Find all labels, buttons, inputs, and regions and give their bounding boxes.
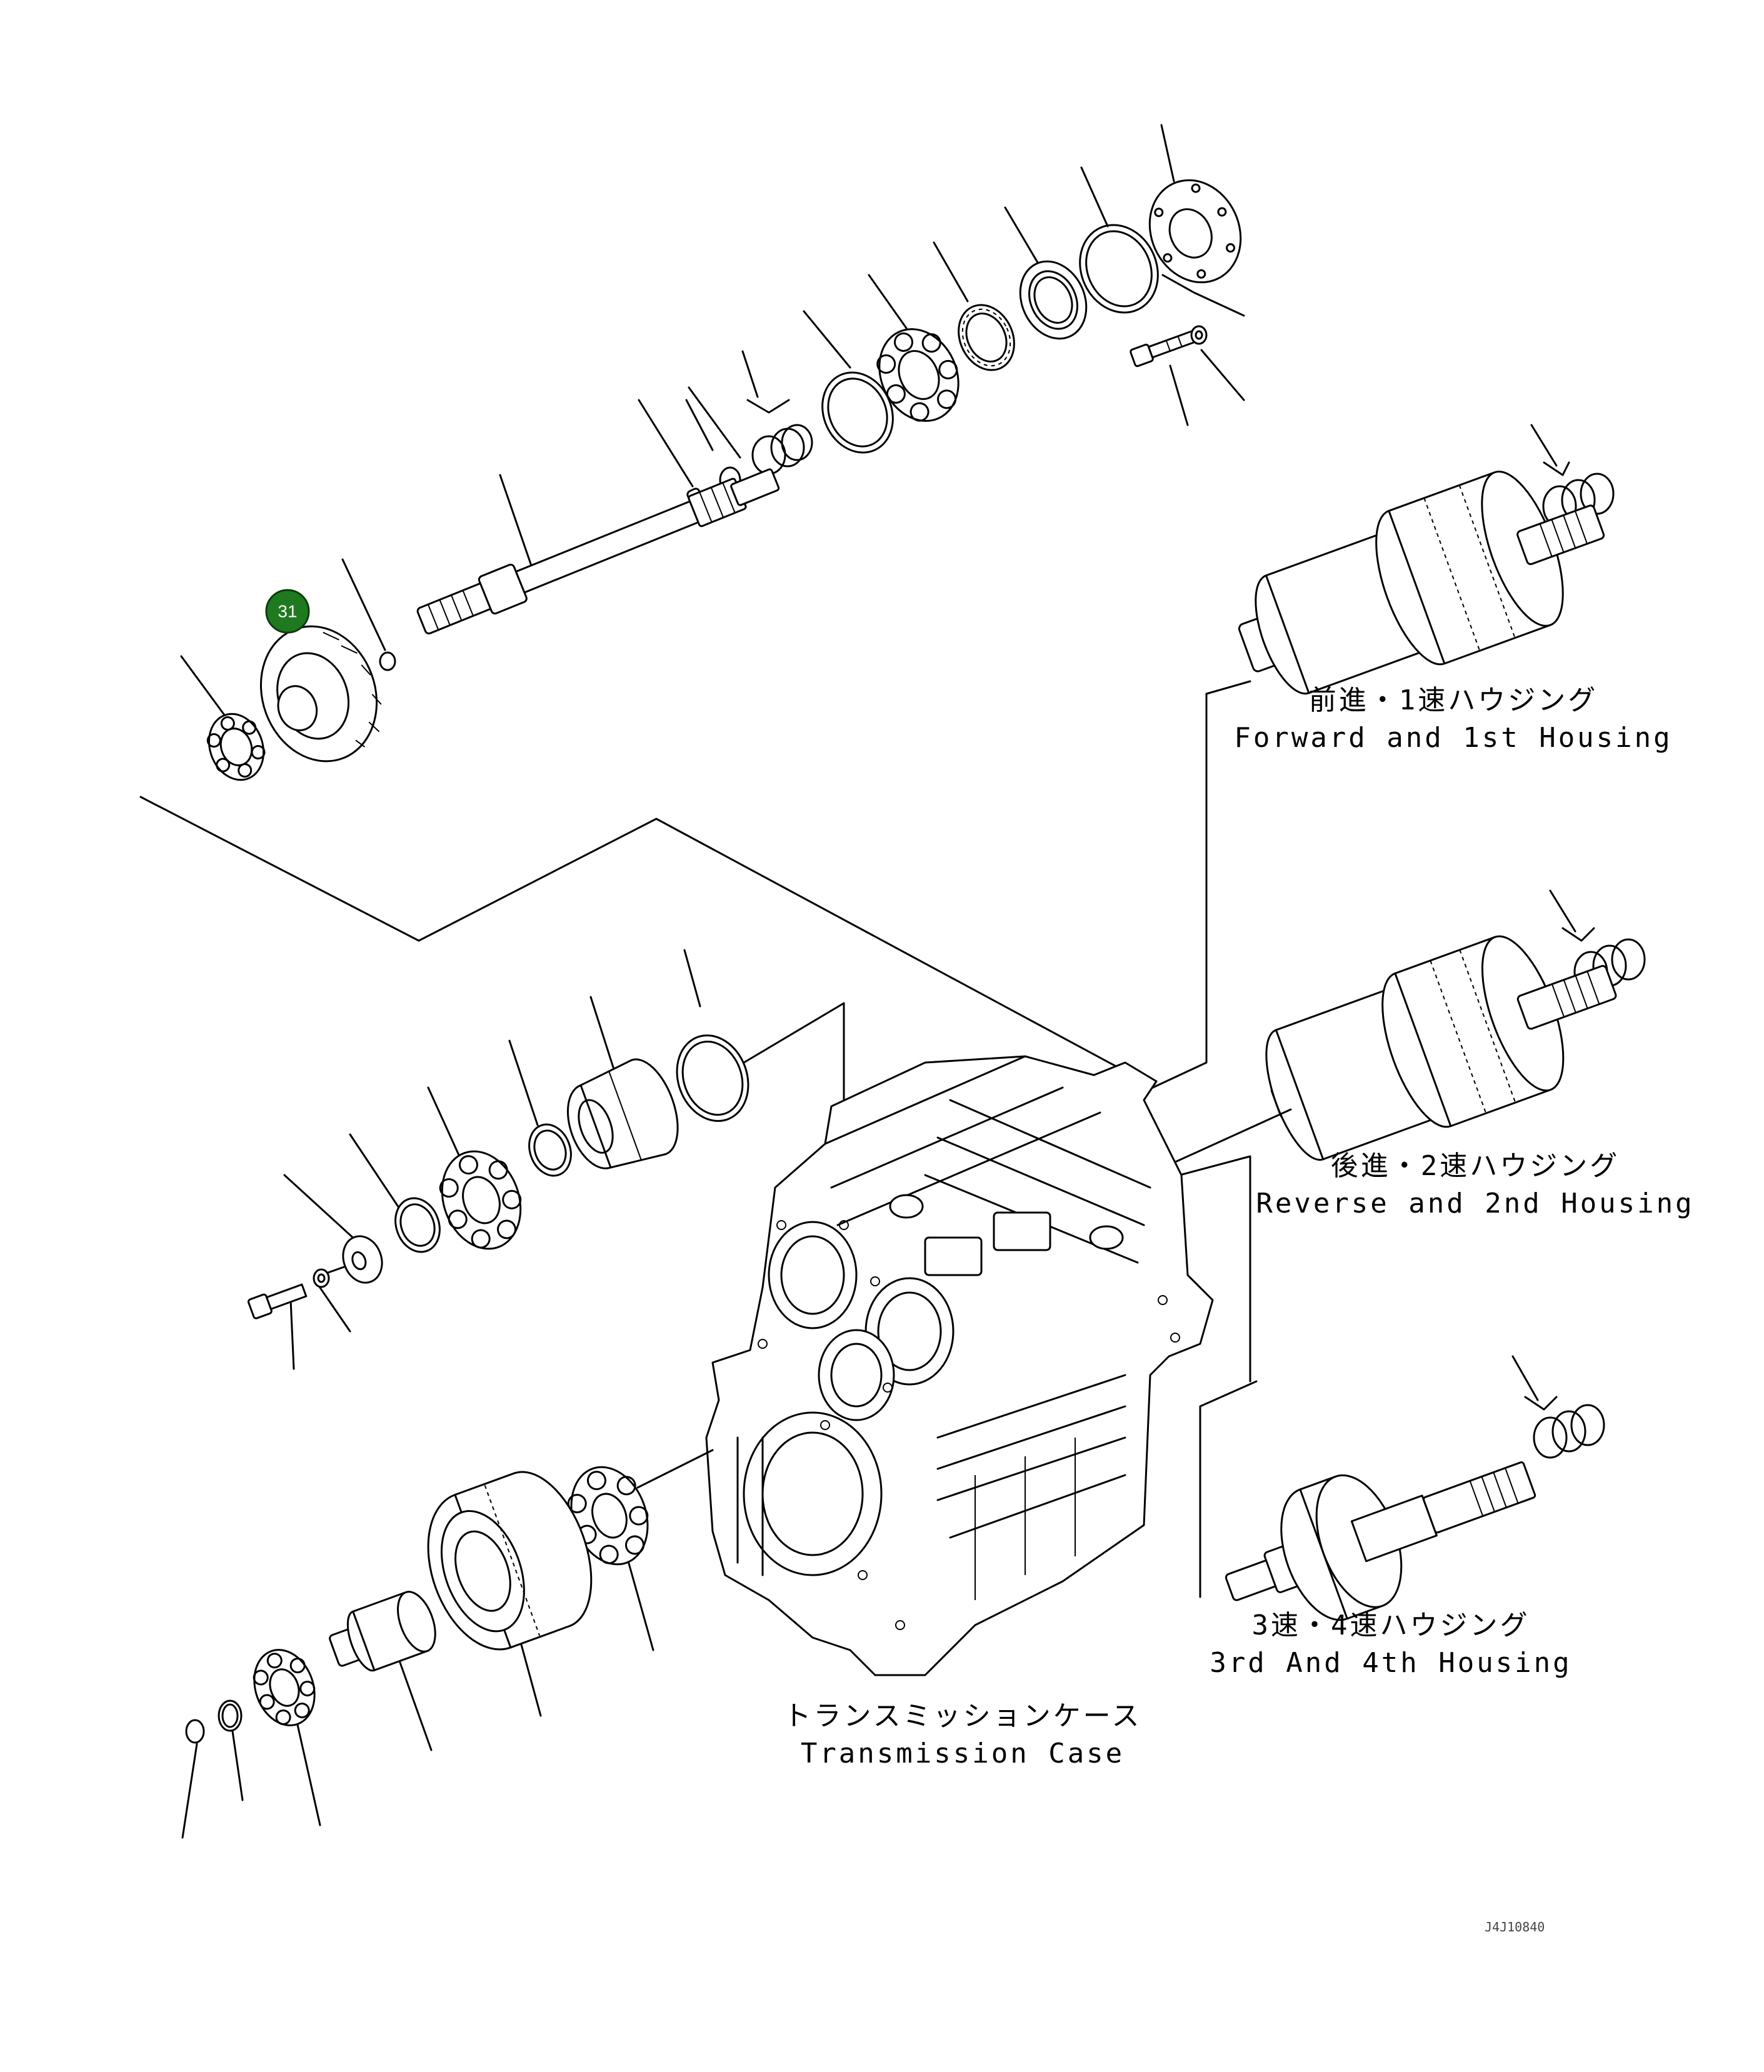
forward-1st-housing-assembly: 前進・1速ハウジング Forward and 1st Housing <box>1111 424 1672 1108</box>
upper-shaft-group: 31 <box>180 124 1245 781</box>
left-middle-parts-group <box>247 949 845 1370</box>
transmission-case: トランスミッションケース Transmission Case <box>705 1055 1214 1769</box>
third-fourth-housing-assembly: 3速・4速ハウジング 3rd And 4th Housing <box>1199 1355 1605 1679</box>
third-fourth-label-en: 3rd And 4th Housing <box>1210 1647 1571 1679</box>
third-fourth-label-ja: 3速・4速ハウジング <box>1252 1609 1530 1641</box>
reverse-2nd-housing-assembly: 後進・2速ハウジング Reverse and 2nd Housing <box>1118 889 1694 1383</box>
transmission-case-label-ja: トランスミッションケース <box>784 1700 1142 1732</box>
drawing-reference: J4J10840 <box>1485 1919 1545 1934</box>
reverse-2nd-label-ja: 後進・2速ハウジング <box>1331 1150 1620 1182</box>
reverse-2nd-label-en: Reverse and 2nd Housing <box>1256 1188 1694 1219</box>
lower-left-parts-group <box>181 1449 714 1839</box>
forward-1st-label-en: Forward and 1st Housing <box>1234 722 1672 754</box>
transmission-case-label-en: Transmission Case <box>801 1738 1125 1769</box>
callout-31-label: 31 <box>278 602 297 621</box>
forward-1st-label-ja: 前進・1速ハウジング <box>1309 684 1598 716</box>
callout-31[interactable]: 31 <box>265 589 310 634</box>
connector-line-upper <box>139 796 1145 1083</box>
